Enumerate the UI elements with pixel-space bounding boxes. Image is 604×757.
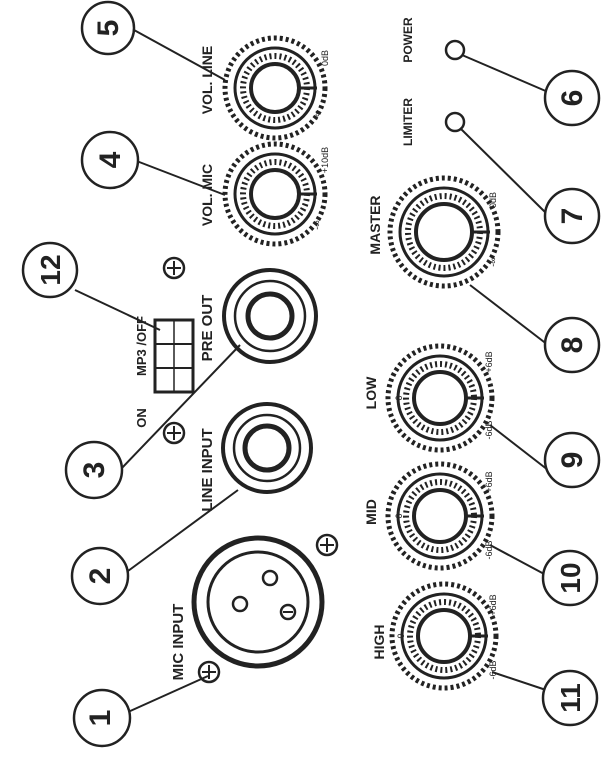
high-label: HIGH xyxy=(371,625,387,660)
callout-8: 8 xyxy=(543,316,601,374)
vol-line-scale-max: 0dB xyxy=(320,50,330,66)
line-input-jack xyxy=(221,402,313,494)
pre-out-label: PRE OUT xyxy=(199,295,216,362)
vol-mic-knob xyxy=(222,141,328,247)
mid-label: MID xyxy=(363,499,379,525)
vol-line-scale-min: -∞ xyxy=(312,110,322,119)
callout-1: 1 xyxy=(72,688,132,748)
knobs-layer xyxy=(222,35,501,691)
on-label: ON xyxy=(134,408,149,428)
callout-4-number: 4 xyxy=(94,151,127,168)
high-scale-center: 0 xyxy=(396,633,406,638)
mid-scale-min: -6dB xyxy=(484,540,494,559)
callout-4: 4 xyxy=(80,130,140,190)
high-scale-max: +6dB xyxy=(488,594,498,615)
high-scale-min: -6dB xyxy=(488,660,498,679)
callout-7-number: 7 xyxy=(556,208,589,225)
line-input-label: LINE INPUT xyxy=(199,428,216,511)
mp3-off-label: MP3 /OFF xyxy=(134,316,149,376)
callout-10-number: 10 xyxy=(555,562,586,593)
mp3-switch xyxy=(153,318,195,394)
power-label: POWER xyxy=(401,17,415,63)
low-label: LOW xyxy=(363,376,379,409)
pre-out-jack xyxy=(222,268,318,364)
mic-input-xlr-jack xyxy=(191,535,325,669)
master-scale-max: 0dB xyxy=(488,192,498,208)
callout-9: 9 xyxy=(543,431,601,489)
callout-12: 12 xyxy=(21,241,79,299)
limiter-label: LIMITER xyxy=(401,98,415,146)
callout-6: 6 xyxy=(543,69,601,127)
leader-lines xyxy=(74,29,549,713)
callout-6-number: 6 xyxy=(556,90,589,107)
callout-9-number: 9 xyxy=(556,452,589,469)
high-knob xyxy=(389,581,499,691)
mid-scale-max: +6dB xyxy=(484,471,494,492)
callout-7: 7 xyxy=(543,187,601,245)
master-knob xyxy=(387,175,501,289)
callout-2-number: 2 xyxy=(84,568,117,585)
vol-mic-scale-max: +10dB xyxy=(320,147,330,173)
callout-8-number: 8 xyxy=(556,337,589,354)
callout-10: 10 xyxy=(541,549,599,607)
callout-3-number: 3 xyxy=(78,462,111,479)
vol-mic-label: VOL. MIC xyxy=(199,164,215,226)
callout-11-number: 11 xyxy=(555,683,586,713)
limiter-led xyxy=(444,111,466,133)
callout-2: 2 xyxy=(70,546,130,606)
power-led xyxy=(444,39,466,61)
master-label: MASTER xyxy=(367,195,383,254)
callout-12-number: 12 xyxy=(35,254,66,285)
vol-line-label: VOL. LINE xyxy=(199,46,215,114)
callout-5-number: 5 xyxy=(92,20,125,37)
callout-1-number: 1 xyxy=(84,710,117,727)
callout-11: 11 xyxy=(541,669,599,727)
callout-3: 3 xyxy=(64,440,124,500)
mic-input-label: MIC INPUT xyxy=(170,604,187,681)
xlr-screw-right xyxy=(315,533,339,557)
mid-knob xyxy=(385,461,495,571)
mp3-screw-bottom xyxy=(162,421,186,445)
master-scale-min: -∞ xyxy=(488,257,498,266)
mid-scale-center: 0 xyxy=(394,513,404,518)
mp3-screw-top xyxy=(162,256,186,280)
low-scale-min: -6dB xyxy=(484,420,494,439)
callout-5: 5 xyxy=(80,0,136,56)
low-knob xyxy=(385,343,495,453)
low-scale-max: +6dB xyxy=(484,351,494,372)
low-scale-center: 0 xyxy=(394,395,404,400)
vol-mic-scale-min: -∞ xyxy=(312,220,322,229)
vol-line-knob xyxy=(222,35,328,141)
